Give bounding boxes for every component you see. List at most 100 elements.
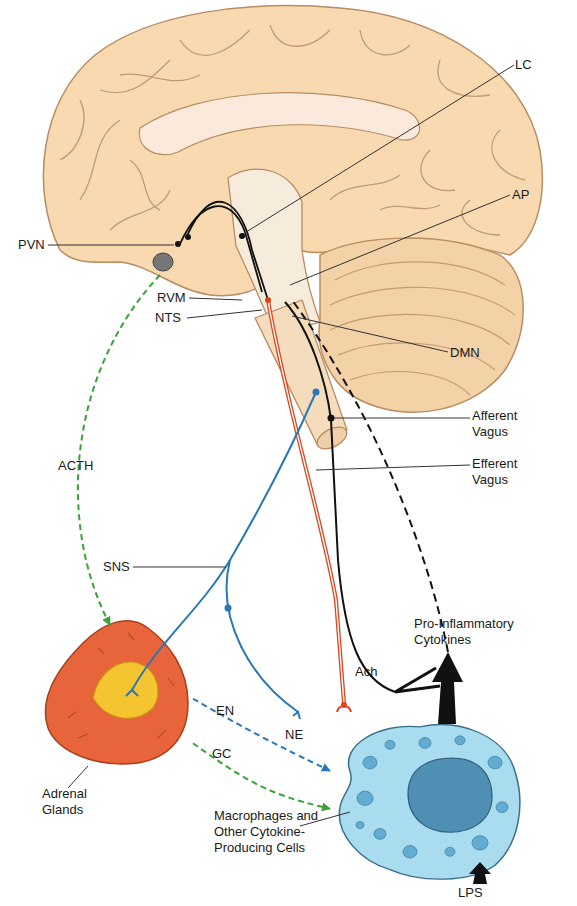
cytokine-arrow [432,652,463,724]
hormone-arrow [193,743,330,808]
structure-label: LPS [458,885,483,901]
vacuole [357,791,373,805]
structure-label: SNS [103,559,130,575]
corpus-callosum [139,93,419,155]
gyrus [60,100,84,160]
afferent-vagus [285,302,395,692]
neural-fibre [180,206,262,292]
dmn-dot [265,297,271,303]
hypothalamic-fibres [180,202,268,300]
vacuole [403,846,417,858]
cerebrum [43,6,542,296]
leader-line [292,316,448,352]
gyrus [360,30,410,55]
leader-lines [48,65,514,826]
cerebellum-folia [330,262,515,395]
vacuole [385,740,395,749]
structure-label: RVM [157,290,186,306]
ach-terminal [341,702,347,708]
leader-line [290,195,510,285]
efferent-vagus [268,300,344,703]
adrenal-texture [68,633,174,738]
folium [335,262,505,285]
gyrus [492,130,525,180]
adrenal-cortex [45,621,188,764]
node-label: Adrenal Glands [42,786,114,818]
structure-label: PVN [18,237,45,253]
cerebellum [319,238,523,412]
leader-line [316,465,470,470]
structure-label: DMN [450,345,480,361]
vacuole [356,821,364,828]
efferent-vagus-core [268,300,344,703]
gyrus [330,175,400,200]
folium [330,287,515,315]
lc-dot [239,233,245,239]
adrenal-medulla [93,662,158,718]
afferent-terminal [395,668,440,692]
structure-label: AP [512,187,529,203]
structure-label: Afferent Vagus [472,408,534,440]
structure-label: Pro-Inflammatory Cytokines [414,616,526,648]
efferent-terminal [337,706,351,712]
gyrus [100,60,170,93]
structure-label: ACTH [58,458,93,474]
structure-label: LC [515,57,532,73]
organ-node: Adrenal Glands [38,608,193,773]
gyrus [180,30,250,55]
gyrus [130,160,160,210]
sns-dot [313,389,320,396]
gyrus [462,200,500,235]
pvn-dot [185,234,191,240]
folium [350,372,470,395]
spinal-cord-end [314,423,351,454]
leader-line [133,567,226,568]
structure-label: NTS [155,310,181,326]
leader-line [243,65,514,234]
gyrus [270,25,330,46]
gyrus [120,74,200,81]
gyrus [80,120,120,200]
macrophage-nucleus [408,758,492,832]
leader-line [187,310,262,318]
cell-node: Macrophages and Other Cytokine-Producing… [330,718,525,883]
vacuole [496,802,508,813]
hormone-arrow [193,699,330,771]
node-outline [38,608,193,773]
folium [338,343,495,370]
edge-label: GC [212,746,232,762]
spinal-cord [255,300,347,446]
edge-label: EN [216,703,234,719]
gyrus [380,205,440,210]
leader-line [48,245,174,246]
acth-arrow [78,275,160,625]
vacuole [472,836,488,850]
gyrus [110,190,170,230]
node-outline [330,718,525,883]
leader-line [189,298,242,300]
structure-label: Ach [355,664,377,680]
vacuole [445,847,455,856]
vacuole [419,738,431,749]
macrophage-membrane [339,725,519,880]
cytokine-signal [292,300,448,652]
brainstem [228,169,320,335]
leader-line [68,766,88,788]
vacuole [455,736,465,745]
pvn-dot [175,241,181,247]
leader-line [334,418,470,419]
vagal-ganglion [328,415,335,422]
pituitary [153,253,173,271]
vacuole [488,756,502,768]
structure-label: NE [285,727,303,743]
gyrus [421,150,455,191]
vacuole [374,829,386,840]
folium [330,314,510,345]
node-label: Macrophages and Other Cytokine-Producing… [214,808,326,856]
gyrus [438,60,490,96]
neural-fibre [186,202,268,300]
sns-branch [227,560,298,712]
sns-ganglion [225,605,232,612]
structure-label: Efferent Vagus [472,456,534,488]
